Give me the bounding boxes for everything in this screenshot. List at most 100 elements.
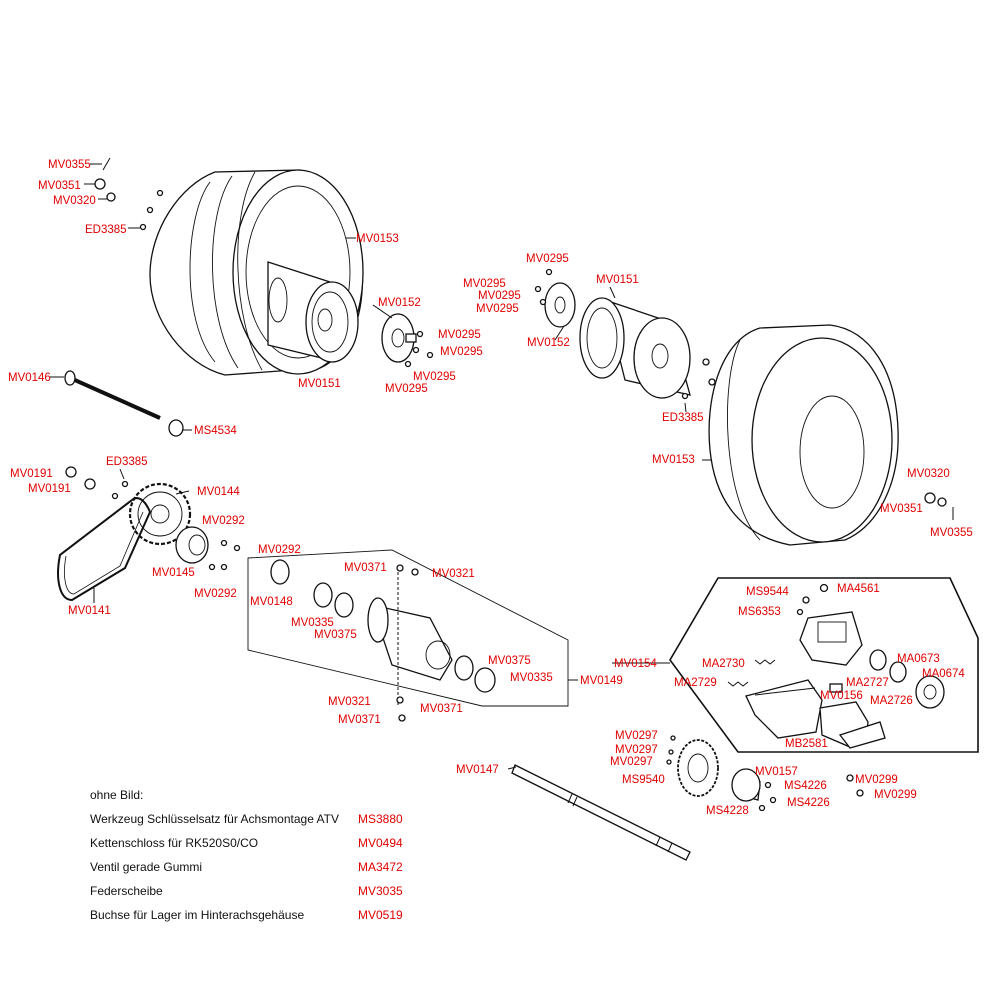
note-row: Federscheibe MV3035 — [90, 884, 430, 908]
notes-heading: ohne Bild: — [90, 788, 144, 802]
note-part-code: MV3035 — [358, 884, 403, 898]
note-row: Kettenschloss für RK520S0/CO MV0494 — [90, 836, 430, 860]
part-label: ED3385 — [106, 456, 148, 468]
part-label: MV0321 — [328, 696, 371, 708]
part-label: MV0145 — [152, 567, 195, 579]
part-label: MV0299 — [855, 774, 898, 786]
brake-seals — [869, 649, 945, 709]
chain-mv0141 — [57, 497, 152, 602]
note-description: Federscheibe — [90, 884, 163, 898]
part-label: MV0295 — [463, 278, 506, 290]
note-part-code: MS3880 — [358, 812, 403, 826]
part-label: MV0375 — [488, 655, 531, 667]
sprocket-carrier-mv0145 — [175, 526, 209, 564]
note-part-code: MV0519 — [358, 908, 403, 922]
part-label: MV0295 — [413, 371, 456, 383]
brake-detail-box — [669, 577, 979, 753]
note-description: Werkzeug Schlüsselsatz für Achsmontage A… — [90, 812, 340, 826]
part-label: MV0151 — [596, 274, 639, 286]
part-label: MA4561 — [837, 583, 880, 595]
part-label: MV0355 — [930, 527, 973, 539]
part-label: MA2730 — [702, 658, 745, 670]
part-label: MV0295 — [385, 383, 428, 395]
part-label: MV0292 — [194, 588, 237, 600]
left-wheel-nuts — [94, 157, 434, 368]
part-label: MV0371 — [344, 562, 387, 574]
brake-pad-mb2581 — [819, 701, 886, 749]
part-label: MV0141 — [68, 605, 111, 617]
left-rim-mv0151 — [267, 261, 359, 363]
part-label: ED3385 — [85, 224, 127, 236]
part-label: MV0371 — [420, 703, 463, 715]
part-label: MV0152 — [378, 297, 421, 309]
part-label: MV0292 — [202, 515, 245, 527]
part-label: MV0335 — [510, 672, 553, 684]
part-label: MA2726 — [870, 695, 913, 707]
part-label: MV0335 — [291, 617, 334, 629]
brake-mount-mv0157 — [731, 768, 864, 812]
note-row: Buchse für Lager im Hinterachsgehäuse MV… — [90, 908, 430, 932]
brake-springs — [727, 659, 843, 693]
part-label: MS4226 — [787, 797, 830, 809]
right-tire — [708, 324, 899, 546]
part-label: MV0292 — [258, 544, 301, 556]
right-hub-mv0152 — [544, 282, 576, 328]
rear-shaft-mv0147 — [511, 764, 691, 861]
note-description: Kettenschloss für RK520S0/CO — [90, 836, 259, 850]
note-row: Werkzeug Schlüsselsatz für Achsmontage A… — [90, 812, 430, 836]
part-label: MV0148 — [250, 596, 293, 608]
part-label: MV0351 — [880, 503, 923, 515]
part-label: MA0674 — [922, 668, 965, 680]
part-label: MV0153 — [652, 454, 695, 466]
part-label: MV0297 — [610, 756, 653, 768]
leader-lines — [50, 163, 712, 770]
part-label: MV0147 — [456, 764, 499, 776]
left-hub-mv0152 — [381, 313, 417, 363]
part-label: MV0375 — [314, 629, 357, 641]
axle-housing-mv0149 — [247, 549, 569, 722]
part-label: MV0371 — [338, 714, 381, 726]
part-label: MV0299 — [874, 789, 917, 801]
note-description: Buchse für Lager im Hinterachsgehäuse — [90, 908, 305, 922]
sprocket-mv0144 — [128, 482, 192, 546]
part-label: MV0151 — [298, 378, 341, 390]
part-label: MV0157 — [755, 766, 798, 778]
part-label: MV0154 — [614, 658, 657, 670]
part-label: MS9544 — [746, 586, 789, 598]
right-wheel-nuts — [534, 268, 954, 520]
part-label: ED3385 — [662, 412, 704, 424]
part-label: MV0144 — [197, 486, 240, 498]
brake-caliper — [796, 583, 863, 666]
part-label: MV0297 — [615, 730, 658, 742]
left-wheel-assembly — [94, 157, 434, 376]
part-label: MB2581 — [785, 738, 828, 750]
note-row: Ventil gerade Gummi MA3472 — [90, 860, 430, 884]
part-labels: MV0355 MV0351 MV0320 ED3385 MV0153 MV015… — [8, 159, 973, 817]
part-label: MV0152 — [527, 337, 570, 349]
note-part-code: MV0494 — [358, 836, 403, 850]
axle-rod-mv0146 — [64, 370, 184, 437]
part-label: MV0295 — [526, 253, 569, 265]
right-rim-mv0151 — [579, 297, 691, 399]
part-label: MS6353 — [738, 606, 781, 618]
part-label: MV0355 — [48, 159, 91, 171]
part-label: MV0295 — [478, 290, 521, 302]
note-description: Ventil gerade Gummi — [90, 860, 203, 874]
small-fasteners — [65, 466, 241, 571]
part-label: MA0673 — [897, 653, 940, 665]
part-label: MV0146 — [8, 372, 51, 384]
part-label: MV0320 — [53, 195, 96, 207]
part-label: MV0191 — [10, 468, 53, 480]
part-label: MV0295 — [438, 329, 481, 341]
not-pictured-parts-list: ohne Bild: Werkzeug Schlüsselsatz für Ac… — [90, 788, 430, 932]
part-label: MV0149 — [580, 675, 623, 687]
note-part-code: MA3472 — [358, 860, 403, 874]
part-label: MV0320 — [907, 468, 950, 480]
part-label: MV0295 — [440, 346, 483, 358]
right-wheel-assembly — [534, 268, 954, 546]
part-label: MS4228 — [706, 805, 749, 817]
part-label: MV0295 — [476, 303, 519, 315]
part-label: MV0156 — [820, 690, 863, 702]
